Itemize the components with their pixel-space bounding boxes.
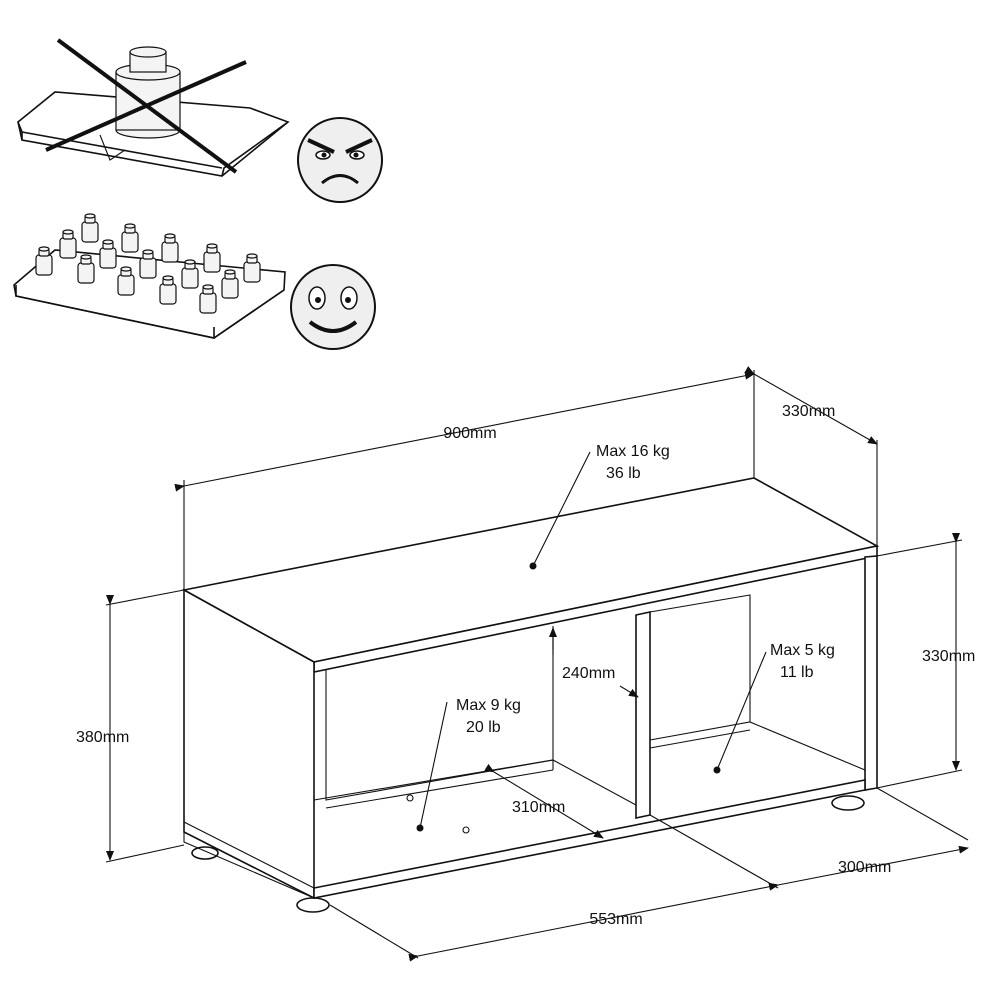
central-divider bbox=[635, 611, 651, 819]
concentrated-load-illustration bbox=[17, 38, 290, 177]
distributed-load-illustration bbox=[13, 213, 286, 339]
depth-top-label: 330mm bbox=[782, 403, 835, 420]
dim-total-height: 380mm bbox=[76, 589, 185, 863]
dim-inner-height: 330mm bbox=[876, 533, 975, 789]
load-left: Max 9 kg 20 lb bbox=[416, 697, 521, 832]
divider-depth-label: 240mm bbox=[562, 665, 615, 682]
cross-out-icon bbox=[45, 38, 247, 174]
single-heavy-weight bbox=[115, 46, 181, 139]
left-width-label: 553mm bbox=[589, 911, 642, 928]
tv-cabinet bbox=[181, 477, 880, 913]
load-top: Max 16 kg 36 lb bbox=[529, 443, 670, 570]
load-top-lb: 36 lb bbox=[606, 465, 641, 482]
load-right-lb: 11 lb bbox=[780, 664, 814, 681]
inner-height-label: 330mm bbox=[922, 648, 975, 665]
dim-divider-depth: 240mm bbox=[549, 627, 639, 698]
left-shelf bbox=[313, 759, 637, 806]
right-depth-label: 300mm bbox=[838, 859, 891, 876]
load-right: Max 5 kg 11 lb bbox=[713, 642, 835, 774]
bottom-board bbox=[313, 779, 866, 899]
width-label: 900mm bbox=[443, 425, 496, 442]
angry-face-icon bbox=[297, 117, 383, 203]
dim-shelf-depth: 310mm bbox=[484, 763, 604, 839]
smiling-face-icon bbox=[290, 264, 376, 350]
foot-right bbox=[831, 795, 865, 811]
total-height-label: 380mm bbox=[76, 729, 129, 746]
dim-left-width: 553mm bbox=[329, 814, 779, 962]
foot-back-left bbox=[191, 846, 219, 860]
load-left-lb: 20 lb bbox=[466, 719, 501, 736]
right-shelf bbox=[649, 721, 866, 771]
dim-right-depth: 300mm bbox=[768, 787, 969, 891]
foot-front-left bbox=[296, 897, 330, 913]
load-left-kg: Max 9 kg bbox=[456, 697, 521, 714]
load-right-kg: Max 5 kg bbox=[770, 642, 835, 659]
shelf-depth-label: 310mm bbox=[512, 799, 565, 816]
load-top-kg: Max 16 kg bbox=[596, 443, 670, 460]
dim-depth-top: 330mm bbox=[744, 366, 878, 546]
